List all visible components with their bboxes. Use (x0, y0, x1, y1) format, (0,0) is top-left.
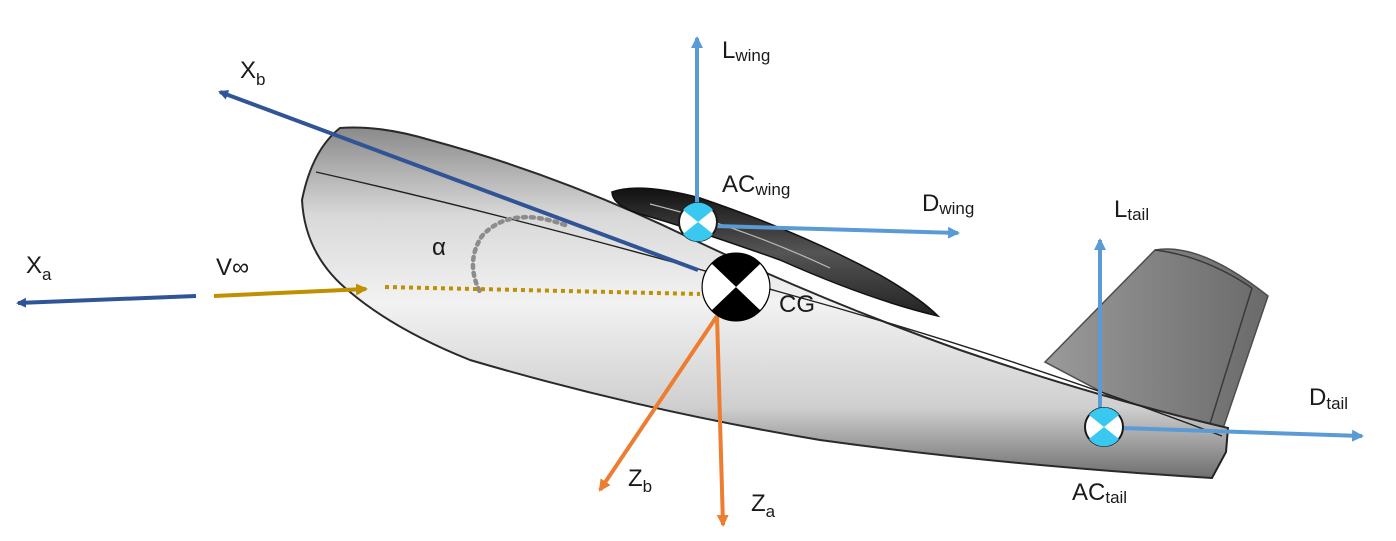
center-of-gravity-symbol (701, 252, 771, 322)
x-a-label: Xa (26, 252, 52, 284)
ac-tail-label: ACtail (1072, 479, 1127, 507)
z-b-axis-arrow (598, 314, 719, 492)
x-b-label: Xb (240, 57, 265, 89)
l-tail-label: Ltail (1114, 196, 1149, 224)
v-infinity-label: V∞ (216, 254, 249, 281)
center-of-pressure-symbol-wing (678, 202, 718, 242)
z-a-axis-arrow (715, 315, 729, 527)
d-tail-label: Dtail (1309, 384, 1348, 413)
l-wing-label: Lwing (722, 37, 770, 65)
wing-drag-arrow (714, 224, 960, 239)
z-a-label: Za (751, 490, 776, 521)
alpha-arc (470, 214, 568, 295)
freestream-velocity-arrow (213, 283, 368, 298)
x-a-axis-arrow (16, 294, 197, 308)
x-b-axis-arrow (218, 90, 699, 272)
z-b-label: Zb (628, 465, 652, 496)
center-of-pressure-symbol-tail (1084, 407, 1124, 447)
ac-wing-label: ACwing (722, 171, 790, 199)
cg-label: CG (779, 291, 815, 318)
tail-drag-arrow (1119, 426, 1364, 442)
alpha-label: α (432, 234, 446, 261)
d-wing-label: Dwing (922, 190, 974, 218)
vertical-tail-fin (1043, 248, 1269, 454)
